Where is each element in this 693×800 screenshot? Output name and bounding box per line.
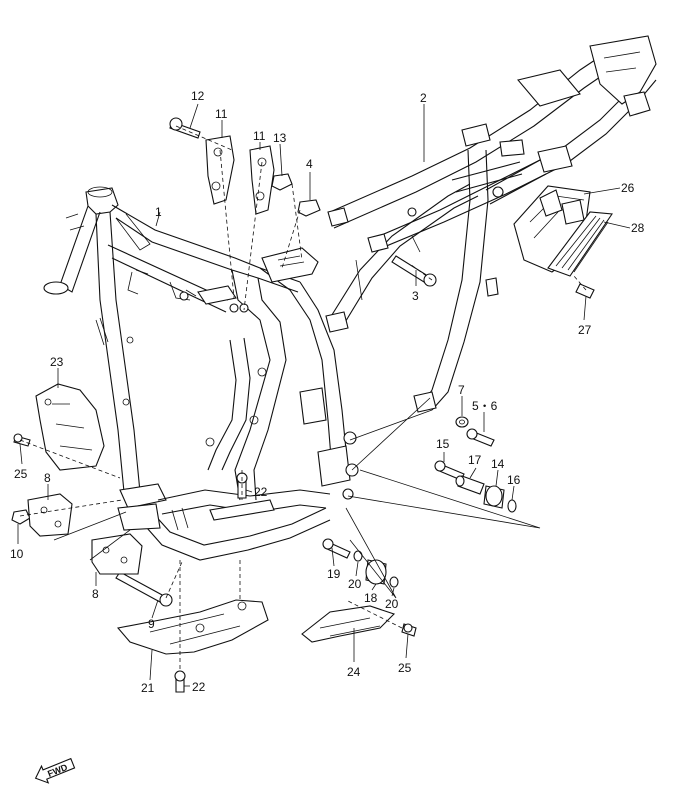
callout-leaders [17, 103, 631, 687]
callout-12: 12 [191, 89, 205, 103]
callout-28: 28 [631, 221, 645, 235]
callout-7: 7 [458, 383, 465, 397]
callout-11-right: 11 [253, 129, 266, 143]
callout-2: 2 [420, 91, 427, 105]
callout-20-left: 20 [348, 577, 362, 591]
seat-rail-subframe [325, 35, 657, 413]
callout-16: 16 [507, 473, 521, 487]
main-frame [43, 186, 359, 561]
callout-26: 26 [621, 181, 635, 195]
callout-8-upper: 8 [44, 471, 51, 485]
callout-8-lower: 8 [92, 587, 99, 601]
assembly-guides [19, 125, 587, 670]
callout-27: 27 [578, 323, 592, 337]
callout-1: 1 [155, 205, 162, 219]
callout-15: 15 [436, 437, 450, 451]
callout-22-upper: 22 [254, 485, 268, 499]
callout-14: 14 [491, 457, 505, 471]
callout-10: 10 [10, 547, 24, 561]
callout-3: 3 [412, 289, 419, 303]
cdi-unit-assembly [513, 185, 613, 277]
fwd-label: FWD [46, 762, 69, 779]
callout-labels: 1 2 3 4 5・6 7 8 8 9 10 11 11 12 13 14 15… [10, 89, 645, 695]
callout-22-lower: 22 [192, 680, 206, 694]
callout-24: 24 [347, 665, 361, 679]
callout-9: 9 [148, 617, 155, 631]
callout-17: 17 [468, 453, 482, 467]
fwd-arrow-icon: FWD [34, 757, 76, 784]
callout-21: 21 [141, 681, 155, 695]
brackets-and-guards [27, 383, 396, 655]
callout-5-6: 5・6 [472, 399, 498, 413]
callout-11-left: 11 [215, 107, 228, 121]
callout-25-left: 25 [14, 467, 28, 481]
callout-23: 23 [50, 355, 64, 369]
callout-19: 19 [327, 567, 341, 581]
callout-4: 4 [306, 157, 313, 171]
callout-18: 18 [364, 591, 378, 605]
callout-20-right: 20 [385, 597, 399, 611]
callout-25-right: 25 [398, 661, 412, 675]
callout-13: 13 [273, 131, 287, 145]
